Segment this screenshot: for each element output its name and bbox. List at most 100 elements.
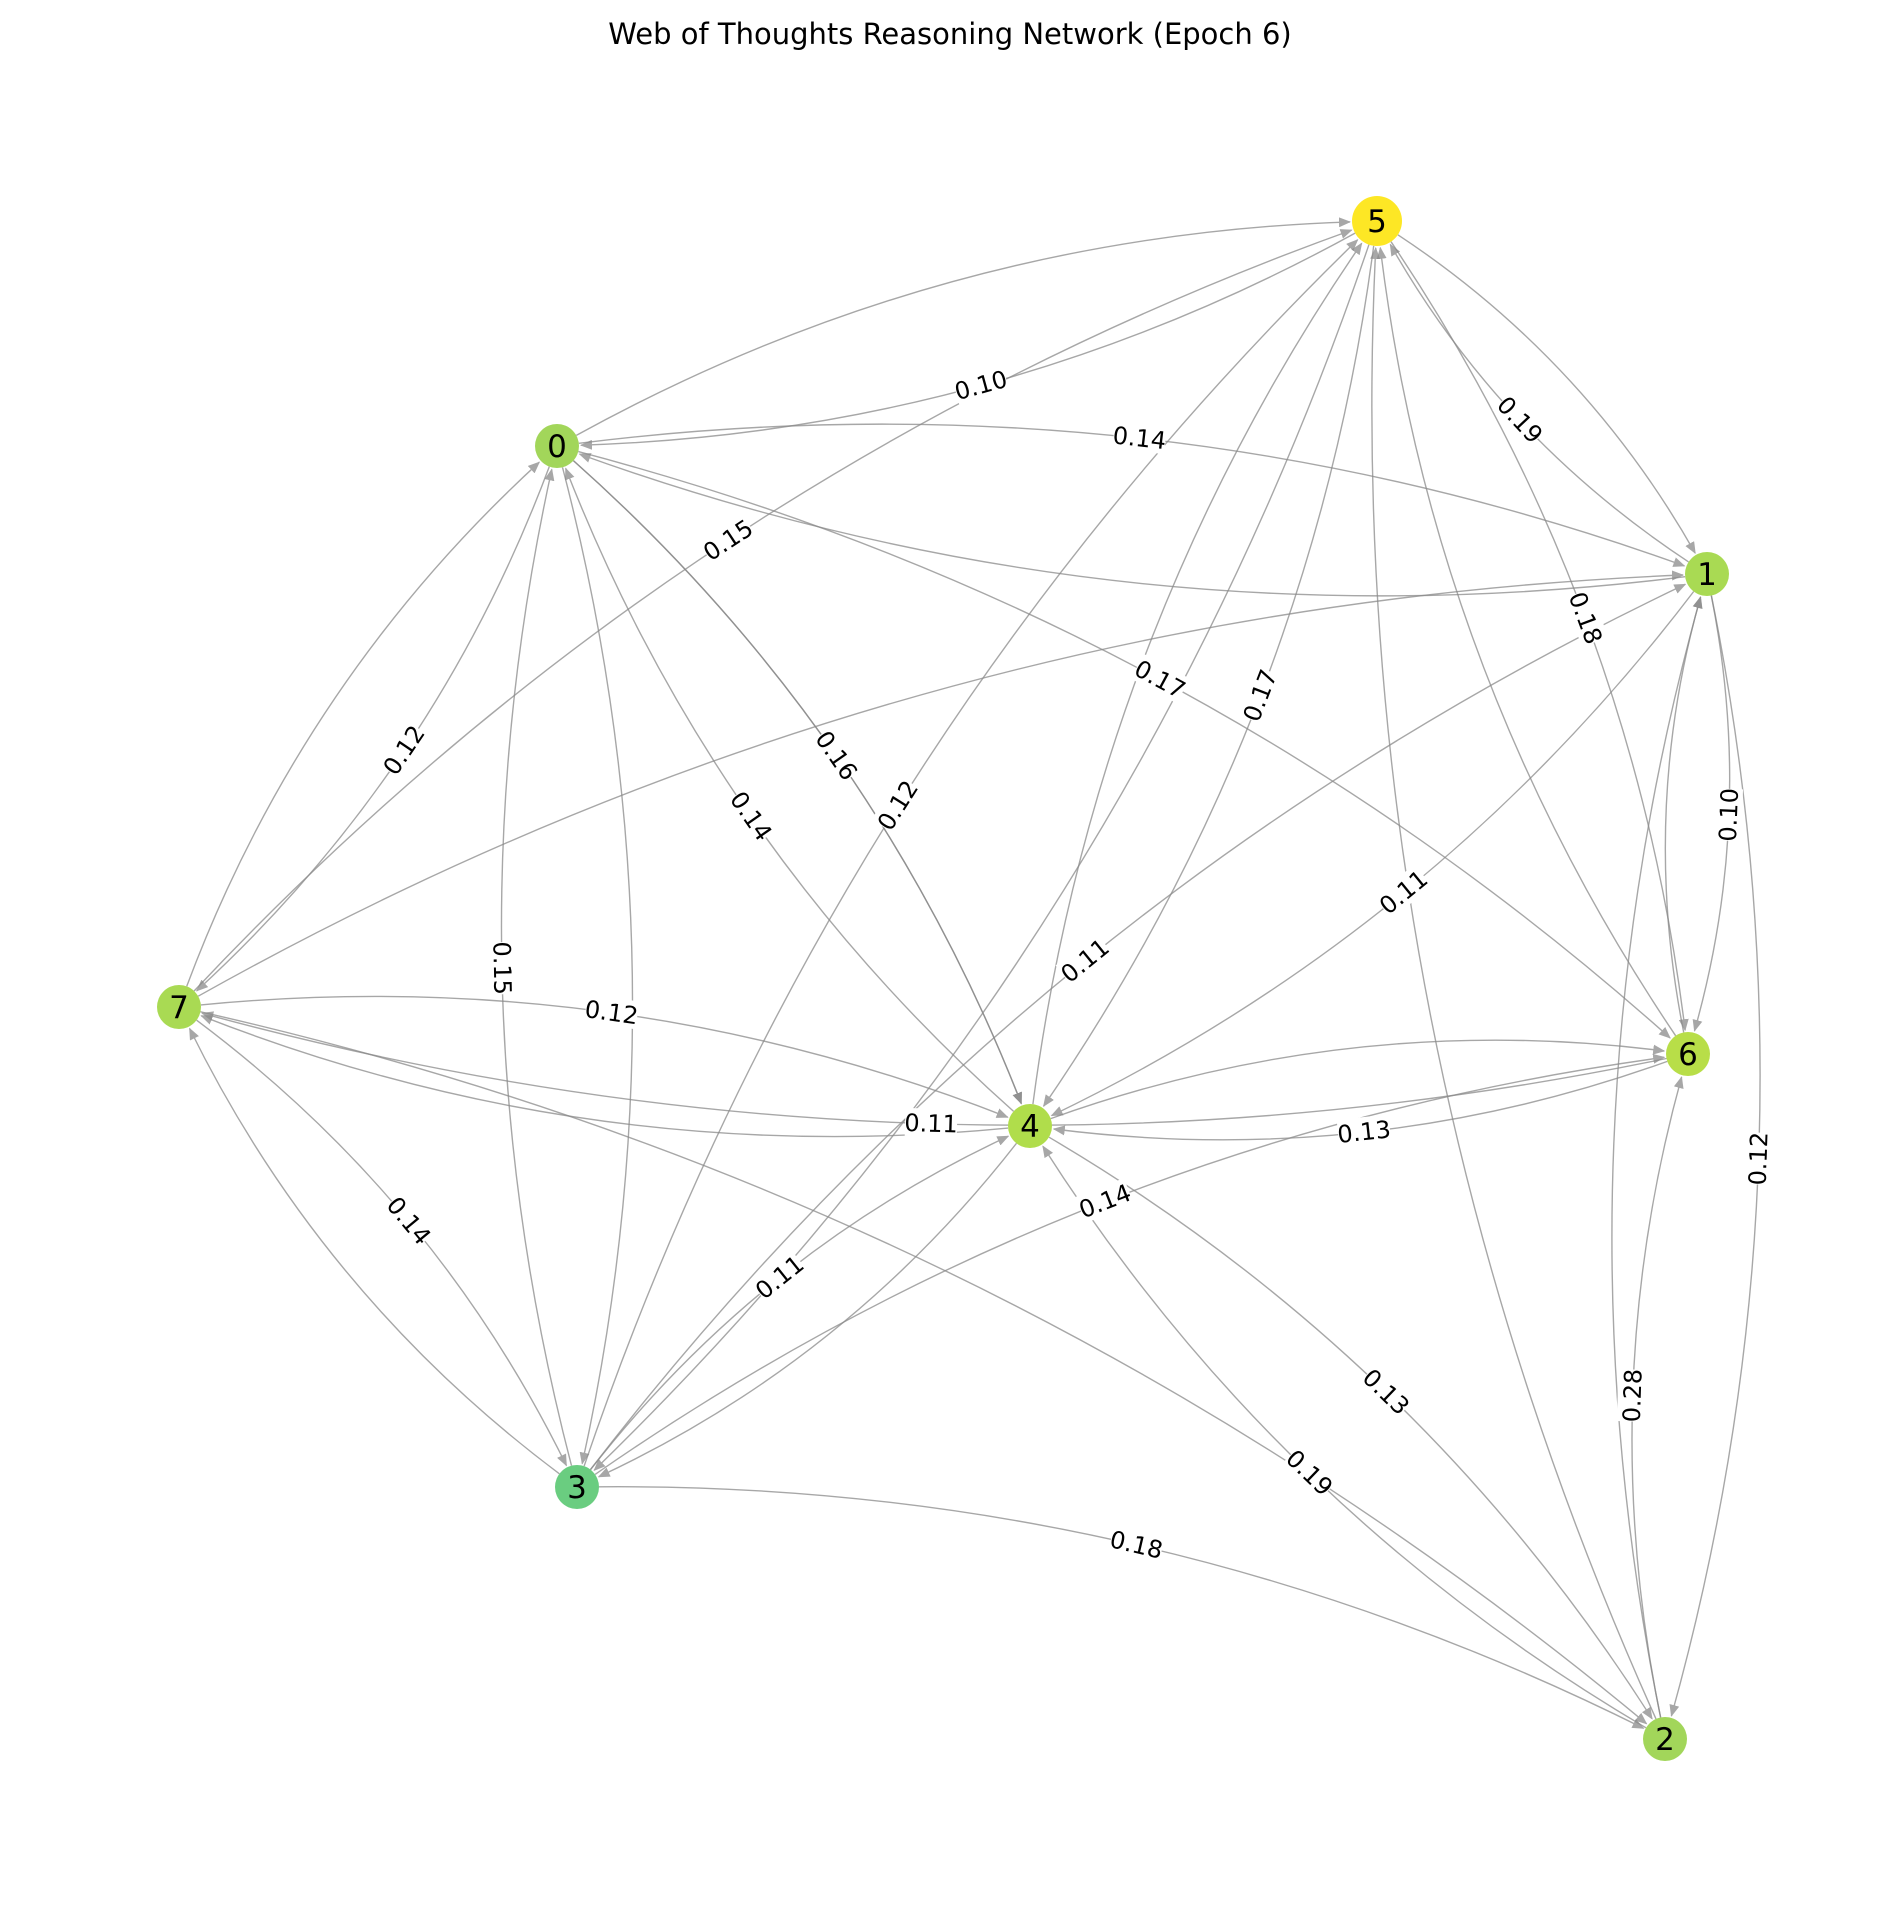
edge-weight-background (381, 1191, 437, 1250)
edge-weight-3-to-1: 0.11 (1055, 932, 1115, 989)
edge-2-to-1 (1611, 596, 1703, 1718)
edge-5-to-3 (593, 244, 1370, 1471)
edge-1-to-5 (1389, 243, 1689, 563)
node-label: 5 (1367, 204, 1387, 240)
node-circle (157, 985, 201, 1029)
edge-3-to-2 (598, 1486, 1645, 1729)
edge-weight-text: 0.13 (1336, 1115, 1392, 1149)
edge-weight-background (725, 786, 778, 846)
node-label: 6 (1678, 1037, 1698, 1073)
edge-weight-background (1112, 420, 1168, 455)
edge-weight-text: 0.10 (952, 365, 1011, 406)
edge-weight-background (904, 1107, 958, 1138)
edge-weight-5-to-0: 0.10 (952, 364, 1011, 406)
edge-weight-text: 0.10 (1714, 788, 1744, 843)
edge-weight-background (810, 725, 864, 785)
edge-weight-text: 0.14 (1075, 1179, 1135, 1224)
node-7: 7 (157, 985, 201, 1029)
edge-weight-text: 0.11 (1374, 865, 1433, 920)
edge-weight-text: 0.18 (1563, 588, 1608, 648)
edge-6-to-5 (1376, 246, 1677, 1037)
edge-weight-1-to-2: 0.12 (1742, 1131, 1774, 1186)
edge-weight-text: 0.16 (809, 726, 862, 786)
edge-weight-text: 0.12 (1744, 1131, 1774, 1185)
edge-3-to-4 (589, 1135, 1010, 1471)
edge-7-to-0 (186, 461, 541, 987)
edge-weight-background (1742, 1132, 1773, 1186)
edge-1-to-0 (578, 453, 1686, 597)
node-circle (555, 1465, 599, 1509)
edge-7-to-5 (193, 229, 1353, 992)
edge-3-to-1 (589, 583, 1687, 1471)
edge-4-to-2 (1048, 1136, 1653, 1720)
edge-weight-6-to-4: 0.13 (1336, 1114, 1392, 1149)
edge-weight-1-to-6: 0.10 (1712, 788, 1744, 843)
edge-weight-background (1336, 1114, 1392, 1148)
edge-weight-3-to-5: 0.12 (871, 775, 924, 836)
node-circle (535, 424, 579, 468)
edge-weight-background (1374, 864, 1433, 919)
edge-7-to-2 (200, 1011, 1648, 1725)
node-label: 3 (567, 1470, 587, 1506)
node-circle (1685, 552, 1729, 596)
edge-weight-background (698, 513, 758, 566)
edge-weight-7-to-5: 0.15 (698, 513, 758, 567)
edge-6-to-1 (1664, 596, 1703, 1033)
edge-weight-background (1055, 932, 1114, 988)
edge-0-to-7 (195, 466, 550, 992)
edge-weight-3-to-6: 0.14 (1075, 1178, 1135, 1224)
edge-weight-text: 0.12 (583, 995, 640, 1030)
edge-4-to-6 (1050, 1039, 1666, 1120)
edge-5-to-6 (1390, 241, 1689, 1032)
edge-weight-3-to-0: 0.15 (487, 941, 518, 995)
edge-7-to-1 (197, 570, 1684, 997)
edge-weight-background (488, 941, 518, 995)
edge-weight-0-to-4: 0.16 (809, 725, 864, 786)
edge-weight-text: 0.12 (872, 775, 924, 835)
node-label: 0 (547, 429, 567, 465)
node-circle (1643, 1717, 1687, 1761)
edge-0-to-3 (561, 467, 634, 1465)
edge-weight-text: 0.11 (1056, 933, 1115, 988)
node-5: 5 (1352, 196, 1402, 246)
edge-weight-background (871, 775, 923, 835)
edge-weight-background (1108, 1524, 1166, 1564)
edge-weight-text: 0.18 (1107, 1525, 1165, 1564)
edge-weight-5-to-6: 0.18 (1563, 588, 1609, 648)
edge-4-to-3 (597, 1142, 1018, 1478)
edge-weight-background (1492, 390, 1549, 448)
edge-weight-text: 0.28 (1618, 1368, 1648, 1422)
edge-weight-background (1712, 788, 1744, 842)
edge-5-to-4 (1043, 245, 1375, 1108)
node-circle (1352, 196, 1402, 246)
edge-weight-5-to-4: 0.17 (1237, 665, 1283, 726)
node-1: 1 (1685, 552, 1729, 596)
node-label: 2 (1655, 1722, 1675, 1758)
edge-weight-4-to-0: 0.14 (724, 786, 778, 846)
edge-2-to-4 (1042, 1145, 1647, 1729)
node-label: 1 (1697, 557, 1717, 593)
node-3: 3 (555, 1465, 599, 1509)
edge-weight-background (1358, 1363, 1415, 1420)
edge-weight-background (1616, 1369, 1647, 1422)
node-0: 0 (535, 424, 579, 468)
edge-weight-7-to-3: 0.14 (381, 1191, 437, 1251)
edge-4-to-7 (200, 1015, 1009, 1138)
edge-weight-text: 0.15 (487, 941, 516, 995)
node-circle (1008, 1104, 1052, 1148)
diagram-title: Web of Thoughts Reasoning Network (Epoch… (608, 17, 1291, 51)
node-label: 4 (1020, 1109, 1040, 1145)
edge-4-to-5 (1032, 242, 1363, 1105)
edge-weight-background (1237, 665, 1282, 725)
node-4: 4 (1008, 1104, 1052, 1148)
edge-2-to-5 (1370, 247, 1657, 1720)
edge-weight-1-to-4: 0.11 (1374, 864, 1433, 920)
node-circle (1666, 1032, 1710, 1076)
node-6: 6 (1666, 1032, 1710, 1076)
edge-5-to-0 (580, 232, 1356, 450)
edge-weight-text: 0.17 (1238, 666, 1283, 726)
edge-weight-7-to-4: 0.12 (583, 994, 640, 1030)
edge-weight-6-to-7: 0.11 (904, 1107, 958, 1139)
edge-weight-background (750, 1249, 809, 1304)
